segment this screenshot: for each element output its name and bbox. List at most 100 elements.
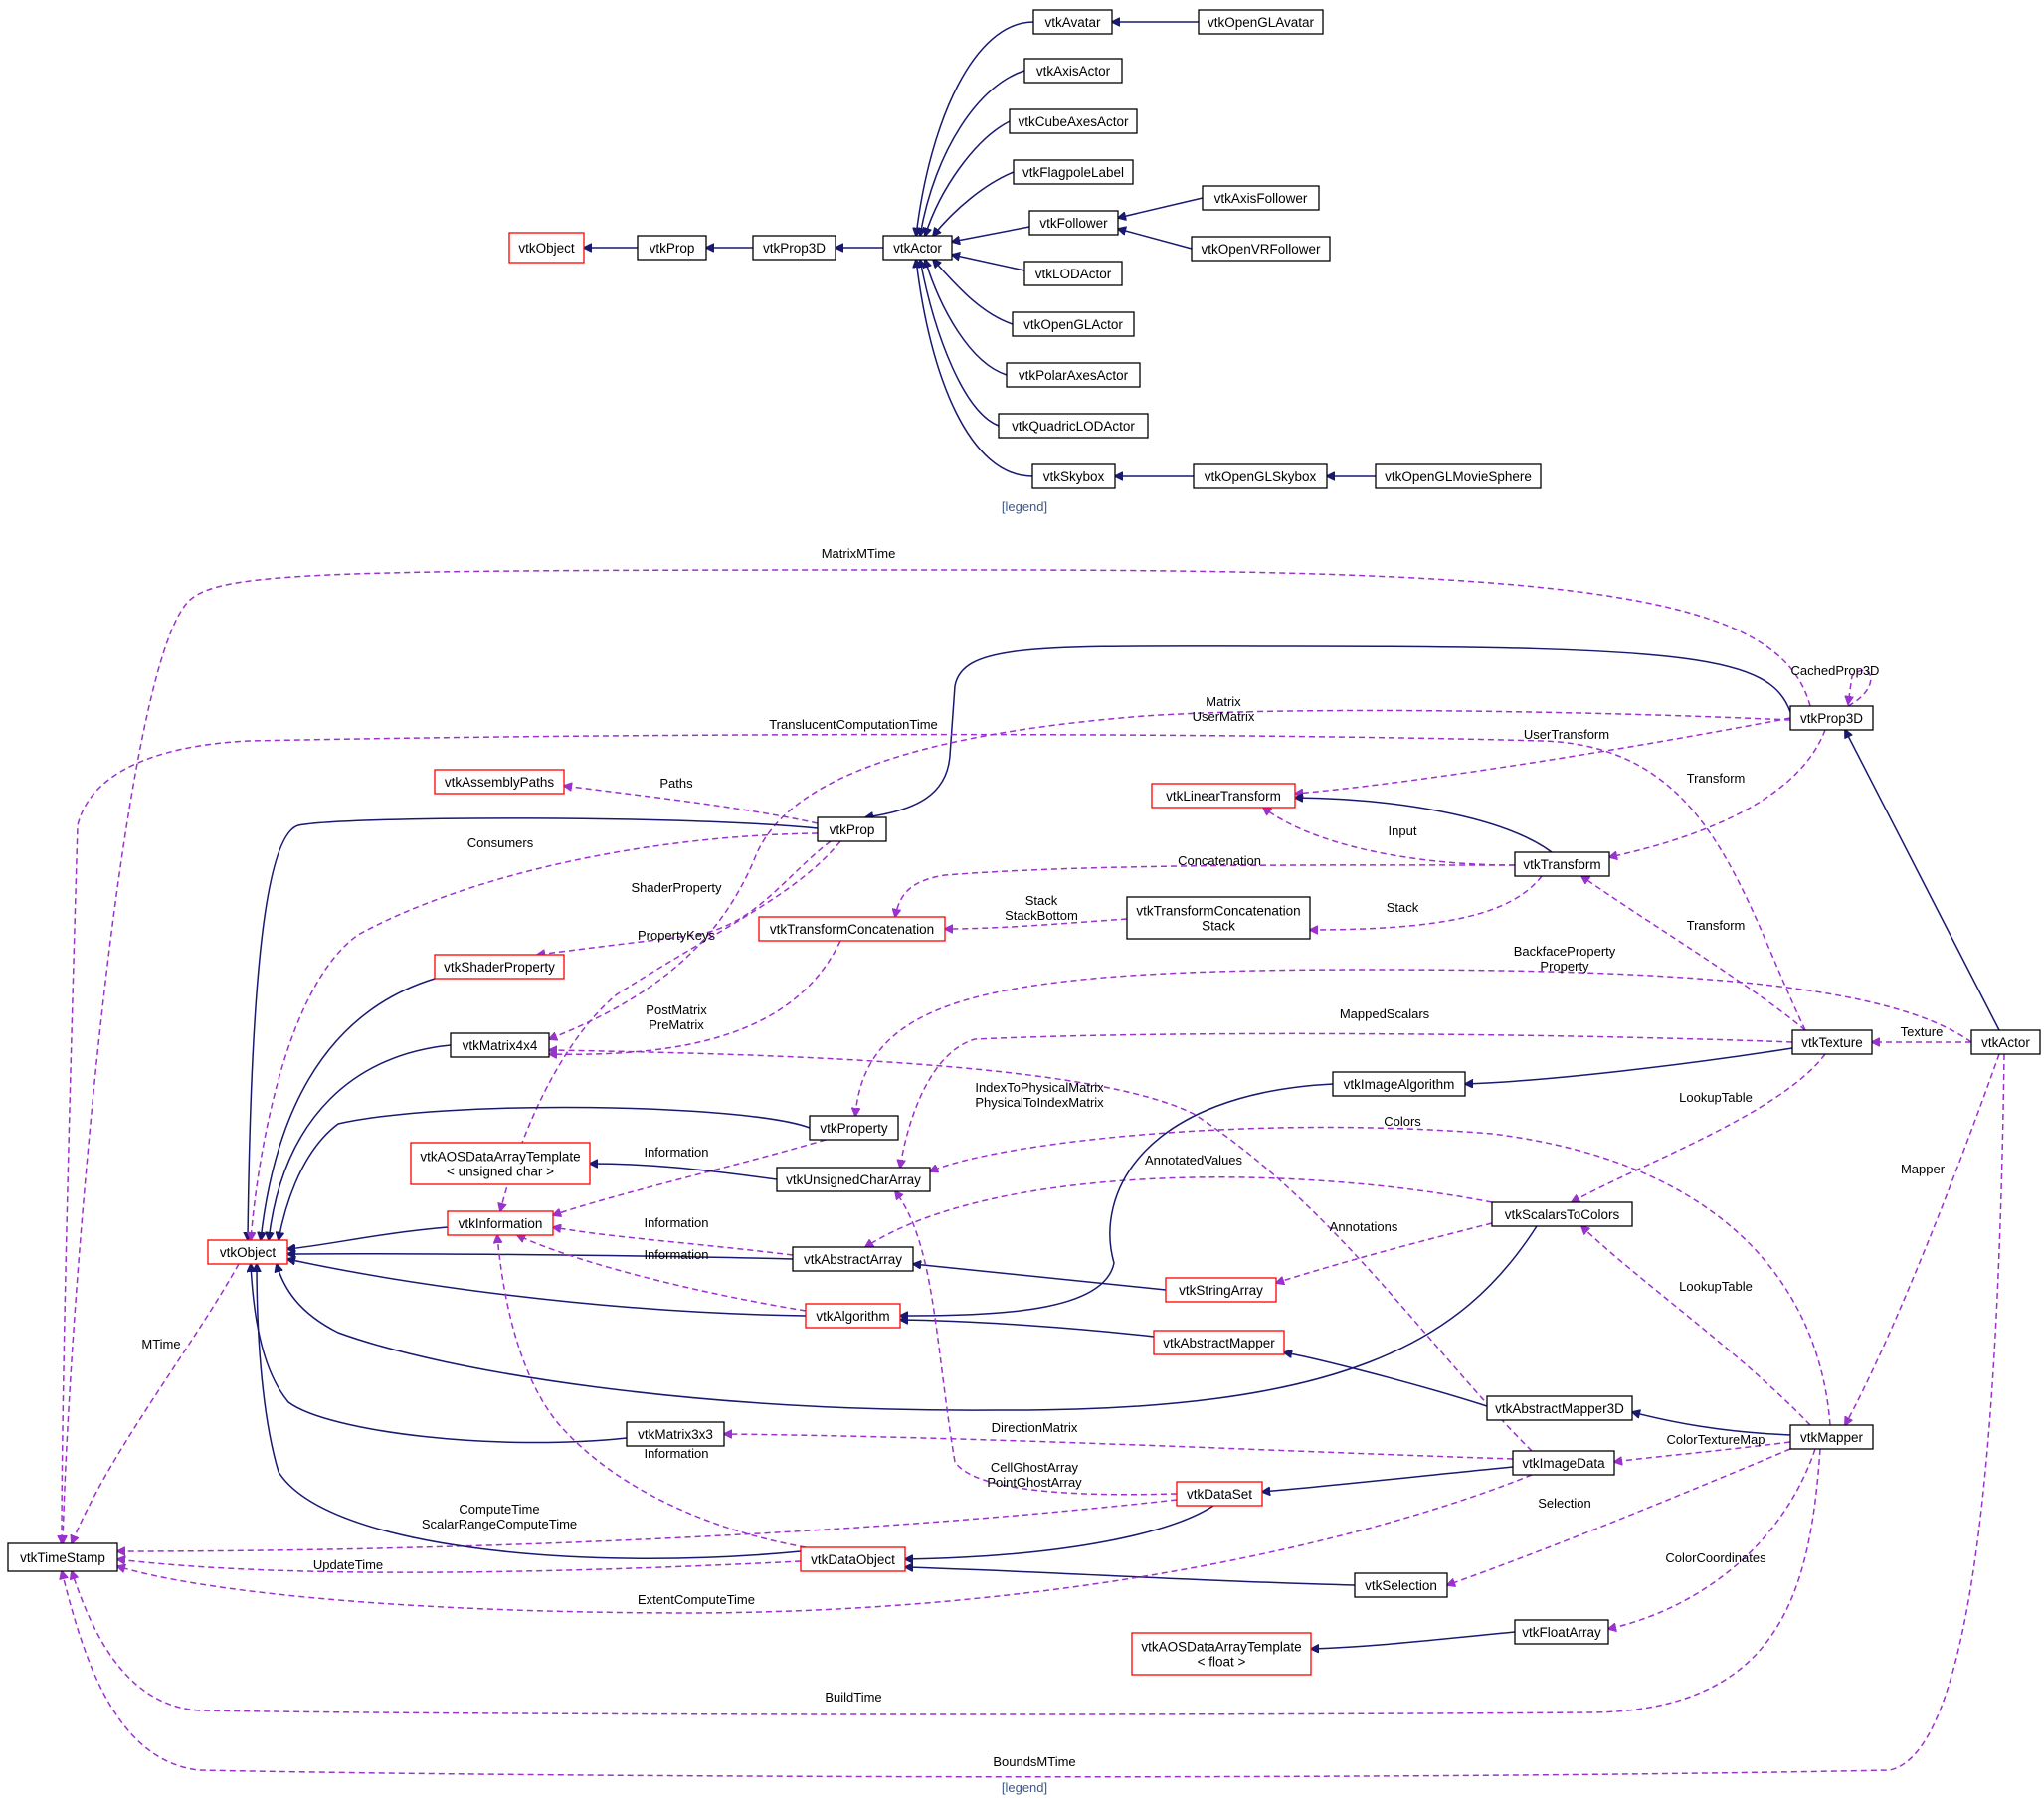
collab-node-vtkLinearTransform[interactable]: vtkLinearTransform bbox=[1151, 783, 1296, 809]
collab-node-label: vtkMatrix3x3 bbox=[638, 1427, 713, 1442]
collab-edge-line bbox=[590, 1164, 778, 1180]
collab-node-vtkAssemblyPaths[interactable]: vtkAssemblyPaths bbox=[434, 769, 565, 795]
collab-node-vtkShaderProperty[interactable]: vtkShaderProperty bbox=[434, 954, 565, 980]
collab-edge-vtkAbstractMapper3D-to-vtkAbstractMapper bbox=[1284, 1352, 1488, 1407]
collab-edge-vtkImageAlgorithm-to-vtkAlgorithm bbox=[900, 1083, 1334, 1316]
collab-node-vtkObject[interactable]: vtkObject bbox=[207, 1239, 288, 1265]
collab-node-vtkDataSet[interactable]: vtkDataSet bbox=[1176, 1481, 1263, 1507]
collab-node-box bbox=[1126, 896, 1311, 940]
inh-node-box bbox=[508, 232, 585, 264]
collab-node-vtkTimeStamp[interactable]: vtkTimeStamp bbox=[7, 1542, 118, 1572]
inh-node-vtkAvatar[interactable]: vtkAvatar bbox=[1032, 9, 1113, 35]
collab-edge-label: PropertyKeys bbox=[638, 928, 716, 943]
collab-node-vtkAlgorithm[interactable]: vtkAlgorithm bbox=[805, 1303, 901, 1329]
collab-node-vtkImageData[interactable]: vtkImageData bbox=[1512, 1450, 1615, 1476]
inh-node-vtkSkybox[interactable]: vtkSkybox bbox=[1031, 463, 1116, 489]
collab-edge-vtkInformation-to-vtkObject bbox=[287, 1226, 449, 1249]
collab-node-box bbox=[626, 1421, 725, 1447]
inh-edge-vtkQuadricLODActor-to-vtkActor bbox=[920, 260, 1000, 427]
collab-edge-line bbox=[1581, 1226, 1811, 1426]
collab-edge-vtkMatrix4x4-to-vtkObject bbox=[269, 1044, 452, 1240]
collab-edge-vtkProp3D-to-vtkProp3D: CachedProp3D bbox=[1791, 663, 1879, 707]
collab-edge-vtkTransform-to-vtkLinearTransform: Input bbox=[1263, 808, 1516, 866]
inh-node-vtkOpenGLMovieSphere[interactable]: vtkOpenGLMovieSphere bbox=[1375, 463, 1542, 489]
collab-node-vtkStringArray[interactable]: vtkStringArray bbox=[1165, 1277, 1277, 1303]
inh-node-box bbox=[1202, 185, 1320, 211]
collab-edge-line bbox=[251, 832, 819, 1240]
collab-node-vtkProperty[interactable]: vtkProperty bbox=[809, 1115, 899, 1141]
collab-edge-line bbox=[72, 1448, 1821, 1715]
collab-node-vtkMatrix4x4[interactable]: vtkMatrix4x4 bbox=[450, 1032, 550, 1058]
collab-edge-vtkProp3D-to-vtkLinearTransform: UserTransform bbox=[1295, 717, 1791, 794]
inh-node-vtkFollower[interactable]: vtkFollower bbox=[1028, 210, 1119, 236]
legend-link-collaboration[interactable]: [legend] bbox=[1002, 1780, 1047, 1795]
collab-node-vtkScalarsToColors[interactable]: vtkScalarsToColors bbox=[1491, 1201, 1633, 1227]
collab-node-vtkAbstractArray[interactable]: vtkAbstractArray bbox=[792, 1246, 914, 1272]
collab-node-vtkMapper[interactable]: vtkMapper bbox=[1789, 1424, 1874, 1450]
collab-node-vtkSelection[interactable]: vtkSelection bbox=[1354, 1572, 1448, 1598]
collab-node-vtkAOSDataArrayTemplateUChar[interactable]: vtkAOSDataArrayTemplate< unsigned char > bbox=[410, 1142, 591, 1185]
inh-node-vtkFlagpoleLabel[interactable]: vtkFlagpoleLabel bbox=[1013, 159, 1134, 185]
inh-node-vtkObject[interactable]: vtkObject bbox=[508, 232, 585, 264]
inh-edge-vtkAxisFollower-to-vtkFollower bbox=[1118, 197, 1204, 218]
collab-node-box bbox=[1789, 705, 1874, 731]
inh-edge-line bbox=[933, 260, 1014, 325]
inh-node-vtkAxisFollower[interactable]: vtkAxisFollower bbox=[1202, 185, 1320, 211]
collab-node-vtkProp[interactable]: vtkProp bbox=[817, 816, 887, 842]
collab-node-vtkFloatArray[interactable]: vtkFloatArray bbox=[1514, 1619, 1609, 1645]
collab-node-vtkTransformConcatenation[interactable]: vtkTransformConcatenation bbox=[758, 916, 946, 942]
collab-node-vtkImageAlgorithm[interactable]: vtkImageAlgorithm bbox=[1332, 1071, 1466, 1097]
collab-edge-label: Consumers bbox=[467, 835, 534, 850]
collab-node-vtkUnsignedCharArray[interactable]: vtkUnsignedCharArray bbox=[776, 1167, 931, 1192]
collab-node-vtkDataObject[interactable]: vtkDataObject bbox=[800, 1546, 906, 1572]
collab-edge-line bbox=[895, 1191, 1178, 1496]
collab-node-vtkInformation[interactable]: vtkInformation bbox=[447, 1210, 554, 1236]
collab-node-vtkAOSDataArrayTemplateFloat[interactable]: vtkAOSDataArrayTemplate< float > bbox=[1131, 1632, 1312, 1676]
collab-edge-line bbox=[1262, 1466, 1514, 1492]
collab-node-vtkProp3D[interactable]: vtkProp3D bbox=[1789, 705, 1874, 731]
legend-link-inheritance[interactable]: [legend] bbox=[1002, 499, 1047, 514]
inh-node-vtkOpenGLSkybox[interactable]: vtkOpenGLSkybox bbox=[1193, 463, 1328, 489]
collab-node-vtkMatrix3x3[interactable]: vtkMatrix3x3 bbox=[626, 1421, 725, 1447]
collab-node-label: vtkProperty bbox=[820, 1121, 888, 1136]
collab-edge-vtkProp-to-vtkObject bbox=[248, 817, 819, 1240]
inh-node-vtkOpenGLActor[interactable]: vtkOpenGLActor bbox=[1012, 311, 1135, 337]
collab-node-vtkActor[interactable]: vtkActor bbox=[1970, 1029, 2041, 1055]
inh-node-vtkPolarAxesActor[interactable]: vtkPolarAxesActor bbox=[1006, 362, 1141, 388]
inh-node-vtkLODActor[interactable]: vtkLODActor bbox=[1023, 261, 1123, 286]
collab-node-box bbox=[1151, 783, 1296, 809]
collab-node-box bbox=[817, 816, 887, 842]
inh-node-box bbox=[637, 235, 707, 261]
collab-edge-label: PhysicalToIndexMatrix bbox=[975, 1095, 1104, 1110]
inh-node-vtkCubeAxesActor[interactable]: vtkCubeAxesActor bbox=[1009, 108, 1138, 134]
inh-edge-line bbox=[952, 226, 1030, 242]
collab-edge-label: Texture bbox=[1901, 1024, 1944, 1039]
inh-node-vtkProp[interactable]: vtkProp bbox=[637, 235, 707, 261]
inh-node-vtkQuadricLODActor[interactable]: vtkQuadricLODActor bbox=[998, 413, 1149, 439]
inh-node-vtkAxisActor[interactable]: vtkAxisActor bbox=[1023, 58, 1123, 84]
collab-edge-vtkProp3D-to-vtkProp bbox=[865, 645, 1791, 817]
inh-node-label: vtkOpenGLMovieSphere bbox=[1385, 469, 1532, 484]
collab-edge-label: Selection bbox=[1538, 1496, 1590, 1511]
collab-edge-line bbox=[279, 1106, 811, 1240]
inh-node-box bbox=[1198, 9, 1324, 35]
inh-node-vtkActor[interactable]: vtkActor bbox=[882, 235, 953, 261]
collab-node-vtkTexture[interactable]: vtkTexture bbox=[1791, 1029, 1873, 1055]
inh-node-vtkOpenVRFollower[interactable]: vtkOpenVRFollower bbox=[1191, 236, 1331, 262]
collab-node-vtkAbstractMapper3D[interactable]: vtkAbstractMapper3D bbox=[1486, 1395, 1633, 1421]
collab-edge-line bbox=[855, 969, 1972, 1116]
collab-edge-vtkActor-to-vtkTimeStamp: BoundsMTime bbox=[62, 1053, 2005, 1778]
collab-node-vtkAbstractMapper[interactable]: vtkAbstractMapper bbox=[1153, 1330, 1285, 1355]
collab-node-label: vtkAOSDataArrayTemplate bbox=[420, 1150, 580, 1165]
collab-edge-vtkTexture-to-vtkImageAlgorithm bbox=[1465, 1047, 1793, 1084]
collab-node-vtkTransform[interactable]: vtkTransform bbox=[1514, 851, 1610, 877]
inh-node-vtkOpenGLAvatar[interactable]: vtkOpenGLAvatar bbox=[1198, 9, 1324, 35]
collab-edge-vtkTransform-to-vtkLinearTransform bbox=[1295, 798, 1553, 853]
collab-edge-label: ColorCoordinates bbox=[1665, 1550, 1766, 1565]
inh-edge-vtkFlagpoleLabel-to-vtkActor bbox=[933, 171, 1015, 236]
inh-node-vtkProp3D[interactable]: vtkProp3D bbox=[752, 235, 836, 261]
collab-node-box bbox=[7, 1542, 118, 1572]
collab-edge-line bbox=[905, 1505, 1214, 1559]
